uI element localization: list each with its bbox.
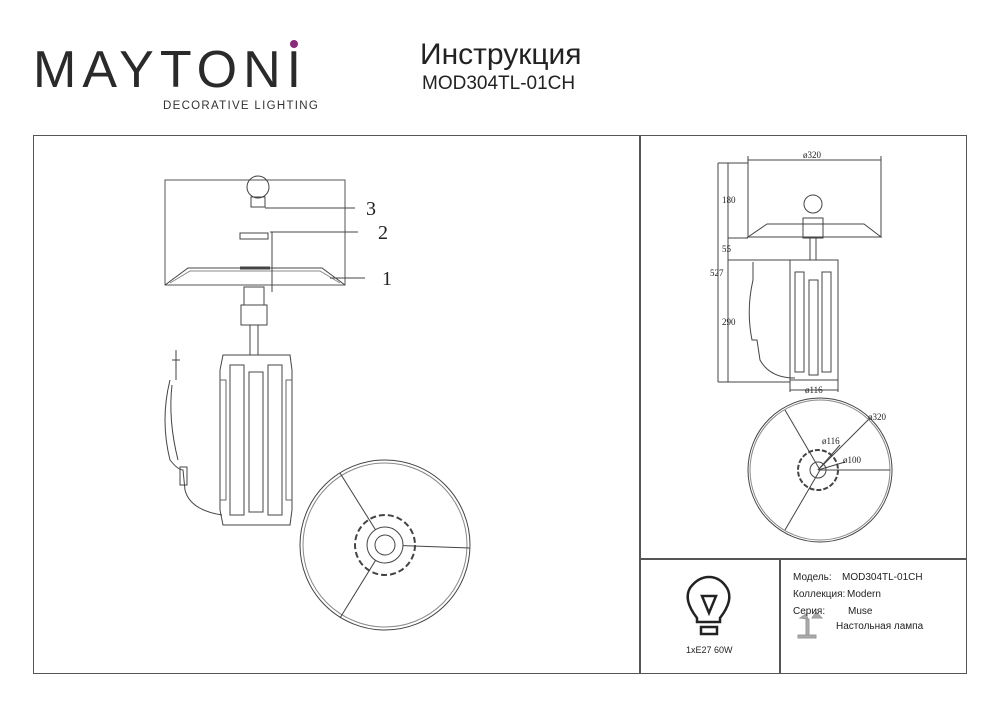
page-title: Инструкция xyxy=(420,38,582,71)
dim-shade-height: 180 xyxy=(722,195,736,205)
collection-label: Коллекция: xyxy=(793,589,846,600)
part-label-1: 1 xyxy=(382,268,392,290)
dim-shade-diameter: ø320 xyxy=(803,150,821,160)
part-label-3: 3 xyxy=(366,198,376,220)
dim-base-height: 290 xyxy=(722,317,736,327)
assembly-shade-drawing xyxy=(164,175,365,292)
dim-base-diameter: ø116 xyxy=(805,385,823,395)
model-value: MOD304TL-01CH xyxy=(842,572,923,583)
light-bulb-icon xyxy=(686,575,731,636)
series-label: Серия: xyxy=(793,606,826,617)
model-number: MOD304TL-01CH xyxy=(422,73,576,94)
table-lamp-icon xyxy=(797,611,824,639)
model-label: Модель: xyxy=(793,572,832,583)
lamp-type: Настольная лампа xyxy=(836,621,924,632)
brand-logo: MAYTONI xyxy=(33,41,308,99)
divider xyxy=(639,135,641,674)
series-value: Muse xyxy=(848,606,873,617)
dim-top-outer: ø320 xyxy=(868,412,886,422)
dim-top-base: ø116 xyxy=(822,436,840,446)
brand-tagline: DECORATIVE LIGHTING xyxy=(163,100,320,112)
dim-neck-height: 55 xyxy=(722,244,731,254)
bulb-spec: 1xE27 60W xyxy=(686,645,733,655)
document-frame xyxy=(33,135,967,674)
divider xyxy=(779,558,781,674)
top-view-large xyxy=(299,459,471,631)
logo-accent-dot xyxy=(290,40,298,48)
dimension-drawing xyxy=(717,156,893,543)
divider xyxy=(639,558,967,560)
collection-value: Modern xyxy=(847,589,881,600)
assembly-base-drawing xyxy=(164,286,293,526)
part-label-2: 2 xyxy=(378,222,388,244)
dim-total-height: 527 xyxy=(710,268,724,278)
dim-top-inner: ø100 xyxy=(843,455,861,465)
